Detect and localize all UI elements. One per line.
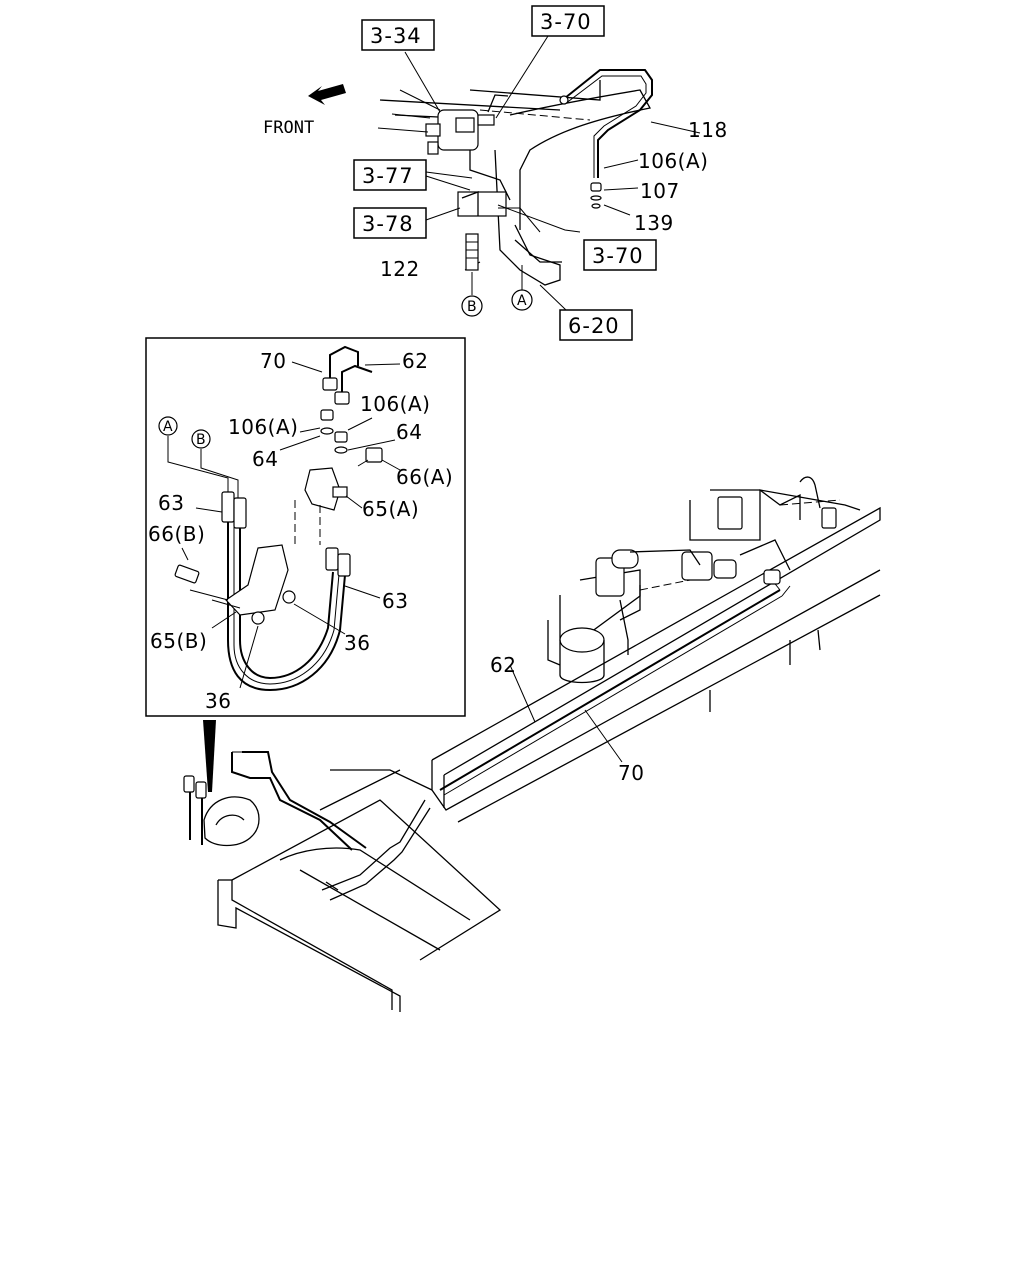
inset-panel: A B 70 62 106(A) 106(A) 64 64 66(A) 65(A…	[145, 337, 466, 717]
front-arrow-icon	[308, 84, 346, 105]
inset-marker-b-label: B	[196, 432, 206, 448]
valve-cluster	[547, 476, 861, 712]
ref-box-3-70-lower[interactable]	[583, 239, 657, 271]
label-106a: 106(A)	[638, 149, 708, 173]
inset-label-64-right: 64	[396, 420, 422, 444]
inset-label-63-left: 63	[158, 491, 184, 515]
inset-label-66b: 66(B)	[148, 522, 205, 546]
marker-a-circle	[511, 289, 533, 311]
ref-box-3-77-label: 3-77	[362, 164, 414, 188]
valve-body	[425, 94, 511, 201]
ref-box-3-70-top-label: 3-70	[540, 10, 592, 34]
label-107: 107	[640, 179, 680, 203]
ref-box-3-70-lower-label: 3-70	[592, 244, 644, 268]
ref-box-3-78[interactable]	[353, 207, 427, 239]
label-139: 139	[634, 211, 674, 235]
inset-label-65a: 65(A)	[362, 497, 419, 521]
ref-box-6-20-label: 6-20	[568, 314, 620, 338]
inset-label-62: 62	[402, 349, 428, 373]
lower-label-70: 70	[618, 761, 644, 785]
inset-label-70: 70	[260, 349, 286, 373]
inset-marker-a-circle	[158, 416, 178, 436]
marker-a-label: A	[517, 293, 527, 309]
ref-box-3-77[interactable]	[353, 159, 427, 191]
inset-marker-b-circle	[191, 429, 211, 449]
fitting-stack	[590, 182, 602, 209]
upper-assembly: FRONT	[263, 5, 728, 341]
inset-label-36-bottom: 36	[205, 689, 231, 713]
inset-label-64-left: 64	[252, 447, 278, 471]
ref-box-3-70-top[interactable]	[531, 5, 605, 37]
inset-marker-a-label: A	[163, 419, 173, 435]
marker-b-label: B	[467, 299, 477, 315]
ref-box-6-20[interactable]	[559, 309, 633, 341]
inset-label-63-right: 63	[382, 589, 408, 613]
chassis-assembly	[183, 476, 881, 1012]
ref-box-3-34-label: 3-34	[370, 24, 422, 48]
inset-label-106a-left: 106(A)	[228, 415, 298, 439]
label-118: 118	[688, 118, 728, 142]
connector-122	[465, 233, 479, 271]
inset-label-66a: 66(A)	[396, 465, 453, 489]
inset-label-36-right: 36	[344, 631, 370, 655]
label-122: 122	[380, 257, 420, 281]
marker-b-circle	[461, 295, 483, 317]
front-label: FRONT	[263, 118, 314, 138]
ref-box-3-78-label: 3-78	[362, 212, 414, 236]
inset-label-106a-right: 106(A)	[360, 392, 430, 416]
lower-label-62: 62	[490, 653, 516, 677]
inset-label-65b: 65(B)	[150, 629, 207, 653]
ref-box-3-34[interactable]	[361, 19, 435, 51]
